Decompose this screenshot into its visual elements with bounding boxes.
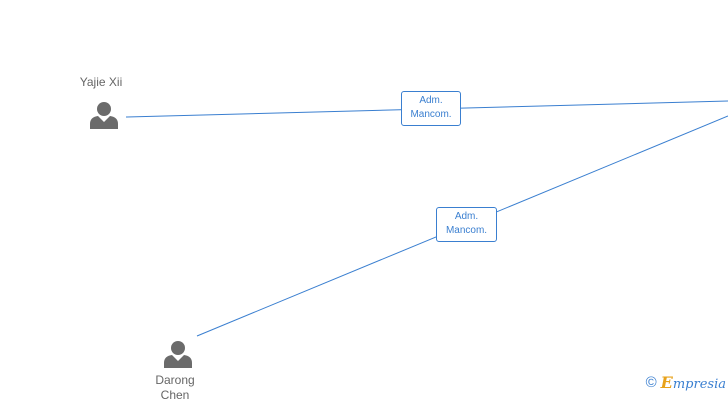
role-box-yajie[interactable]: Adm. Mancom. [401, 91, 461, 126]
person-icon[interactable] [90, 102, 118, 129]
empresia-watermark: © Empresia [646, 373, 726, 392]
person-name-yajie[interactable]: Yajie Xii [79, 75, 123, 89]
brand-logo: Empresia [660, 373, 726, 392]
person-icon[interactable] [164, 341, 192, 368]
person-name-darong[interactable]: Darong Chen [155, 373, 195, 402]
copyright-icon: © [645, 374, 657, 391]
role-box-darong[interactable]: Adm. Mancom. [436, 207, 497, 242]
